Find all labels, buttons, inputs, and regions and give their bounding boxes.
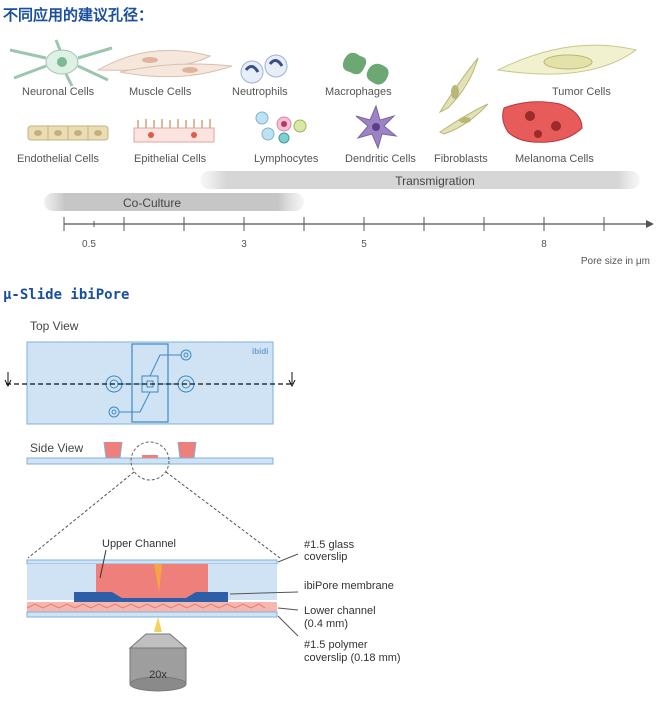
- melanoma-illustration: [502, 101, 583, 143]
- polymer-coverslip-label-2: coverslip (0.18 mm): [304, 652, 401, 664]
- label-epithelial: Epithelial Cells: [134, 153, 207, 165]
- top-view-label: Top View: [30, 319, 79, 333]
- lower-channel-label-2: (0.4 mm): [304, 618, 348, 630]
- macrophages-illustration: [342, 52, 389, 85]
- objective-illustration: [128, 633, 188, 692]
- neutrophils-illustration: [240, 54, 288, 84]
- tumor-cell-illustration: [496, 44, 638, 75]
- glass-coverslip-label-2: coverslip: [304, 551, 347, 563]
- endothelial-illustration: [27, 125, 109, 141]
- side-view-slide: [26, 457, 274, 465]
- pore-size-chart: Neuronal Cells Muscle Cells Neutrophils …: [9, 39, 654, 267]
- glass-coverslip-label-1: #1.5 glass: [304, 539, 355, 551]
- axis-label: Pore size in μm: [581, 256, 650, 267]
- page-heading: 不同应用的建议孔径：: [3, 6, 154, 24]
- label-neutrophils: Neutrophils: [232, 86, 288, 98]
- coculture-band: [44, 193, 304, 211]
- label-muscle: Muscle Cells: [129, 86, 192, 98]
- label-neuronal: Neuronal Cells: [22, 86, 95, 98]
- label-macrophages: Macrophages: [325, 86, 392, 98]
- label-dendritic: Dendritic Cells: [345, 153, 416, 165]
- dendritic-illustration: [355, 104, 398, 150]
- label-tumor: Tumor Cells: [552, 86, 611, 98]
- transmigration-band: [200, 171, 640, 189]
- tick-label-8: 8: [541, 239, 547, 250]
- objective-label: 20x: [149, 669, 167, 681]
- membrane-label: ibiPore membrane: [304, 580, 394, 592]
- side-view-label: Side View: [30, 441, 83, 455]
- label-melanoma: Melanoma Cells: [515, 153, 594, 165]
- tick-label-0-5: 0.5: [82, 239, 96, 250]
- transmigration-label: Transmigration: [395, 174, 475, 188]
- upper-channel-label: Upper Channel: [102, 538, 176, 550]
- label-endothelial: Endothelial Cells: [17, 153, 99, 165]
- tick-label-3: 3: [241, 239, 247, 250]
- tick-label-5: 5: [361, 239, 367, 250]
- neuronal-cell-illustration: [9, 39, 113, 87]
- coculture-label: Co-Culture: [123, 196, 181, 210]
- label-fibroblasts: Fibroblasts: [434, 153, 488, 165]
- lower-channel-label-1: Lower channel: [304, 605, 376, 617]
- section-heading-ibipore: μ-Slide ibiPore: [3, 287, 130, 303]
- epithelial-illustration: [133, 119, 215, 143]
- fibroblasts-illustration: [438, 57, 489, 135]
- lymphocytes-illustration: [255, 111, 307, 144]
- label-lymphocytes: Lymphocytes: [254, 153, 319, 165]
- ibipore-diagram: Top View ibidi Side View Upper Channel: [4, 319, 401, 692]
- polymer-coverslip-label-1: #1.5 polymer: [304, 639, 368, 651]
- muscle-cell-illustration: [96, 49, 233, 78]
- channel-detail: [26, 559, 278, 632]
- pore-size-axis: [63, 217, 654, 231]
- ibidi-logo: ibidi: [252, 347, 268, 356]
- top-view-slide: [26, 341, 274, 425]
